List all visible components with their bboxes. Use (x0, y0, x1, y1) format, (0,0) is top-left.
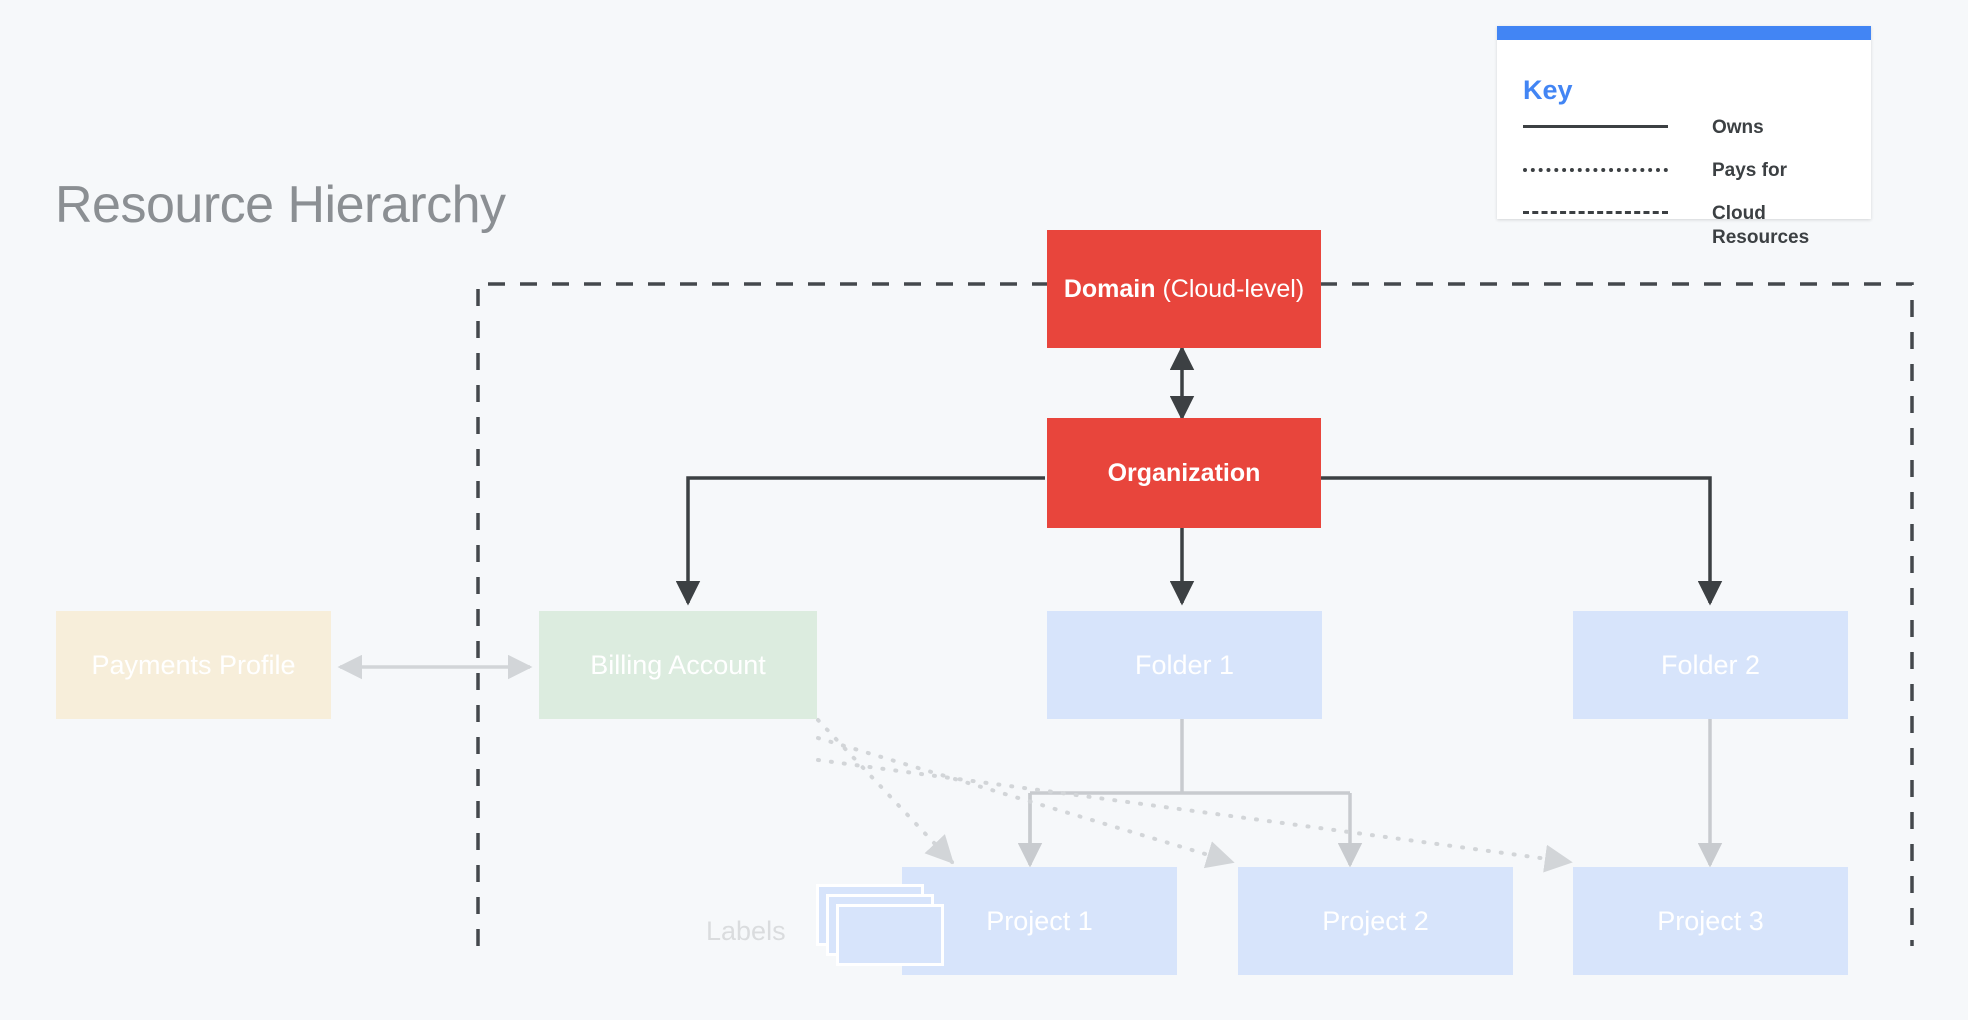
node-billing-account[interactable]: Billing Account (539, 611, 817, 719)
key-title: Key (1523, 75, 1573, 105)
key-row-pays-for: Pays for (1523, 159, 1853, 182)
node-domain[interactable]: Domain (Cloud-level) (1047, 230, 1321, 348)
page-title: Resource Hierarchy (55, 176, 506, 234)
node-billing-account-label: Billing Account (590, 649, 766, 680)
labels-caption: Labels (706, 916, 786, 946)
node-payments-profile[interactable]: Payments Profile (56, 611, 331, 719)
edge-organization-folder2 (1320, 476, 1723, 606)
edge-folder1-tree (1028, 719, 1350, 860)
edge-pays-for-project1 (816, 718, 954, 865)
key-rows: Owns Pays for Cloud Resources (1523, 116, 1853, 269)
labels-card-stack[interactable] (816, 884, 944, 968)
node-folder1[interactable]: Folder 1 (1047, 611, 1322, 719)
key-row-cloud-resources: Cloud Resources (1523, 202, 1853, 248)
node-domain-label-light: (Cloud-level) (1155, 275, 1305, 303)
key-accent-bar (1497, 26, 1871, 40)
edge-pays-for-project2 (816, 736, 1235, 869)
dotted-line-icon (1523, 168, 1668, 173)
key-legend-card: Key Owns Pays for Cloud Resources (1497, 26, 1871, 248)
edge-organization-billing-account (675, 476, 1045, 606)
node-project2-label: Project 2 (1322, 905, 1429, 936)
dashed-line-icon (1523, 211, 1668, 215)
node-organization-label: Organization (1107, 459, 1261, 487)
solid-line-icon (1523, 125, 1668, 128)
node-domain-label-strong: Domain (1063, 275, 1156, 303)
key-label-pays-for: Pays for (1712, 160, 1787, 182)
key-label-owns: Owns (1712, 117, 1764, 138)
key-row-owns: Owns (1523, 116, 1853, 139)
key-label-cloud-resources: Cloud Resources (1712, 203, 1810, 248)
edge-pays-for-project3 (816, 758, 1573, 873)
node-project1[interactable]: Project 1 (902, 867, 1177, 975)
node-project2[interactable]: Project 2 (1238, 867, 1513, 975)
label-card-front (836, 904, 944, 966)
node-folder2-label: Folder 2 (1660, 649, 1761, 680)
node-project1-label: Project 1 (986, 905, 1093, 936)
node-payments-profile-label: Payments Profile (91, 649, 296, 680)
node-project3[interactable]: Project 3 (1573, 867, 1848, 975)
node-organization[interactable]: Organization (1047, 418, 1321, 528)
node-folder1-label: Folder 1 (1134, 649, 1235, 680)
node-project3-label: Project 3 (1657, 905, 1764, 936)
node-folder2[interactable]: Folder 2 (1573, 611, 1848, 719)
